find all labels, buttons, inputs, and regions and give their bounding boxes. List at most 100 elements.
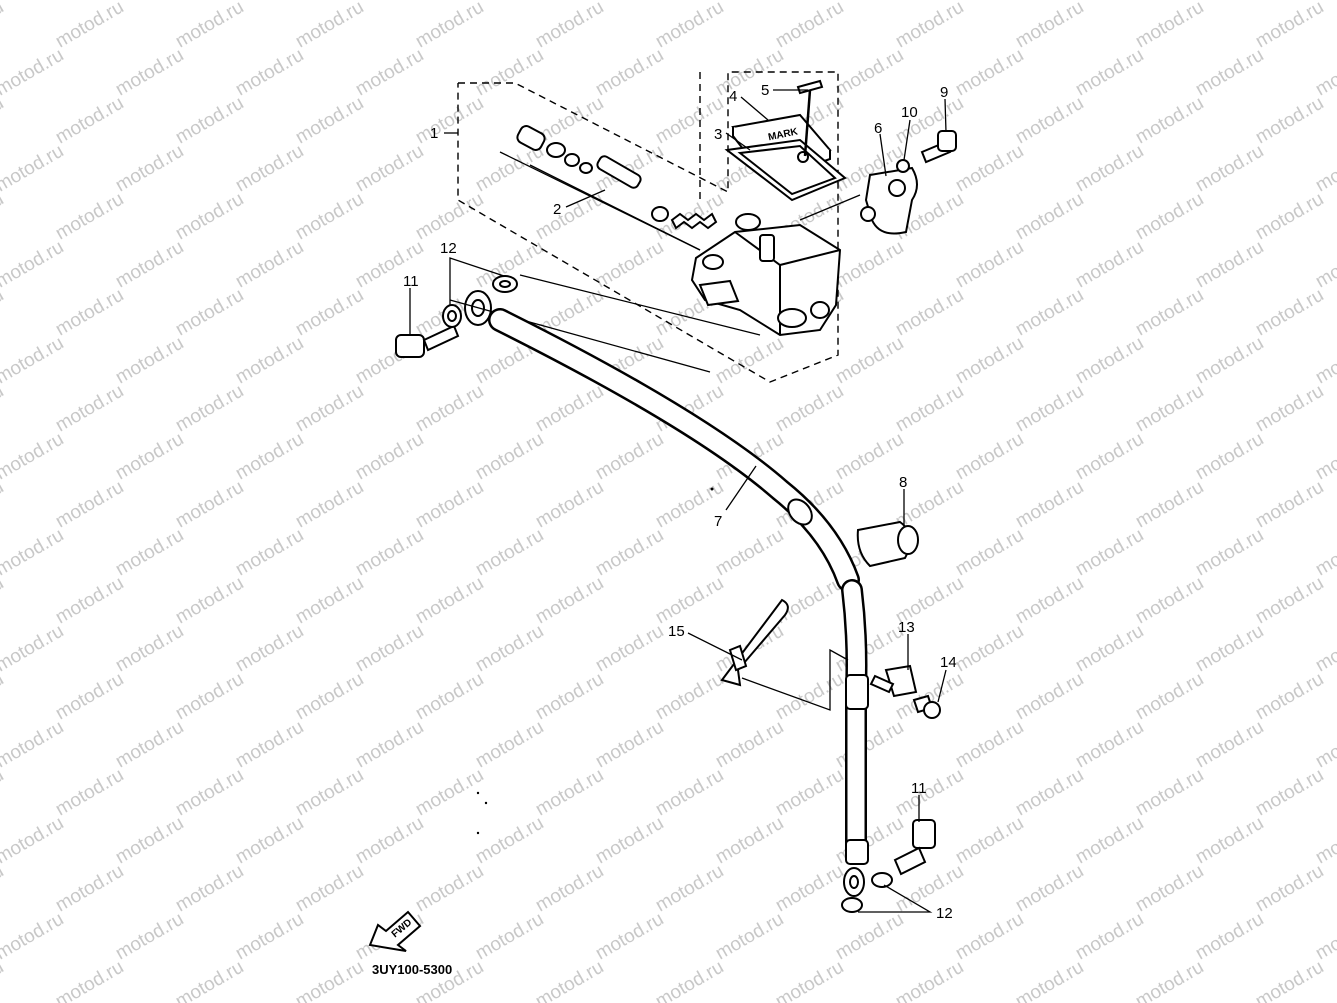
watermark-text: motod.ru [52, 381, 127, 437]
watermark-text: motod.ru [1132, 765, 1207, 821]
callout-2: 2 [553, 201, 561, 218]
watermark-text: motod.ru [172, 573, 247, 629]
watermark-text: motod.ru [952, 45, 1027, 101]
watermark-text: motod.ru [52, 189, 127, 245]
watermark-text: motod.ru [1012, 669, 1087, 725]
watermark-text: motod.ru [292, 381, 367, 437]
watermark-text: motod.ru [112, 909, 187, 965]
watermark-text: motod.ru [952, 717, 1027, 773]
watermark-text: motod.ru [352, 429, 427, 485]
watermark-text: motod.ru [112, 813, 187, 869]
watermark-text: motod.ru [292, 957, 367, 1003]
watermark-text: motod.ru [0, 45, 67, 101]
watermark-text: motod.ru [352, 0, 427, 4]
watermark-text: motod.ru [112, 0, 187, 4]
callout-14: 14 [940, 654, 957, 671]
watermark-text: motod.ru [0, 0, 7, 52]
watermark-text: motod.ru [1312, 333, 1337, 389]
watermark-text: motod.ru [592, 813, 667, 869]
watermark-text: motod.ru [532, 861, 607, 917]
watermark-text: motod.ru [1072, 0, 1147, 4]
watermark-text: motod.ru [412, 861, 487, 917]
watermark-text: motod.ru [112, 237, 187, 293]
watermark-text: motod.ru [532, 381, 607, 437]
callout-15: 15 [668, 623, 685, 640]
watermark-text: motod.ru [892, 381, 967, 437]
callout-9: 9 [940, 84, 948, 101]
watermark-text: motod.ru [472, 525, 547, 581]
watermark-text: motod.ru [712, 0, 787, 4]
watermark-text: motod.ru [832, 717, 907, 773]
watermark-text: motod.ru [1192, 141, 1267, 197]
watermark-text: motod.ru [1012, 861, 1087, 917]
watermark-text: motod.ru [352, 45, 427, 101]
watermark-text: motod.ru [232, 813, 307, 869]
watermark-text: motod.ru [172, 381, 247, 437]
watermark-text: motod.ru [1312, 717, 1337, 773]
watermark-text: motod.ru [0, 621, 67, 677]
watermark-text: motod.ru [592, 429, 667, 485]
watermark-text: motod.ru [532, 765, 607, 821]
watermark-text: motod.ru [952, 0, 1027, 4]
watermark-text: motod.ru [292, 477, 367, 533]
watermark-text: motod.ru [352, 813, 427, 869]
watermark-text: motod.ru [892, 957, 967, 1003]
watermark-text: motod.ru [712, 909, 787, 965]
watermark-text: motod.ru [592, 0, 667, 4]
watermark-text: motod.ru [172, 861, 247, 917]
callout-7: 7 [714, 513, 722, 530]
watermark-text: motod.ru [232, 909, 307, 965]
watermark-text: motod.ru [592, 717, 667, 773]
watermark-text: motod.ru [952, 525, 1027, 581]
watermark-text: motod.ru [592, 237, 667, 293]
watermark-text: motod.ru [772, 861, 847, 917]
watermark-text: motod.ru [412, 189, 487, 245]
watermark-text: motod.ru [1192, 0, 1267, 4]
leader-lines [409, 89, 947, 913]
master-cylinder-body [690, 213, 842, 337]
watermark-text: motod.ru [1192, 45, 1267, 101]
callout-8: 8 [899, 474, 907, 491]
watermark-text: motod.ru [112, 717, 187, 773]
callout-1: 1 [430, 125, 438, 142]
watermark-text: motod.ru [232, 333, 307, 389]
watermark-text: motod.ru [352, 141, 427, 197]
watermark-text: motod.ru [232, 237, 307, 293]
watermark-text: motod.ru [772, 381, 847, 437]
watermark-text: motod.ru [952, 141, 1027, 197]
watermark-text: motod.ru [1012, 189, 1087, 245]
watermark-text: motod.ru [412, 765, 487, 821]
watermark-text: motod.ru [112, 525, 187, 581]
watermark-text: motod.ru [1192, 909, 1267, 965]
watermark-text: motod.ru [112, 621, 187, 677]
watermark-text: motod.ru [52, 477, 127, 533]
watermark-text: motod.ru [1072, 45, 1147, 101]
watermark-text: motod.ru [1072, 717, 1147, 773]
watermark-text: motod.ru [52, 957, 127, 1003]
watermark-text: motod.ru [1012, 573, 1087, 629]
watermark-text: motod.ru [0, 381, 7, 437]
watermark-text: motod.ru [472, 45, 547, 101]
watermark-text: motod.ru [292, 93, 367, 149]
watermark-text: motod.ru [772, 669, 847, 725]
callouts: 1 2 3 4 5 6 10 9 12 11 7 8 15 13 14 11 1… [403, 82, 957, 922]
watermark-text: motod.ru [0, 477, 7, 533]
watermark-text: motod.ru [1312, 0, 1337, 4]
watermark-text: motod.ru [832, 333, 907, 389]
union-bolt-lower [841, 819, 936, 913]
watermark-text: motod.ru [1252, 285, 1327, 341]
watermark-text: motod.ru [232, 45, 307, 101]
watermark-text: motod.ru [592, 45, 667, 101]
watermark-text: motod.ru [1312, 813, 1337, 869]
watermark-text: motod.ru [1192, 429, 1267, 485]
callout-4: 4 [729, 88, 737, 105]
watermark-text: motod.ru [172, 477, 247, 533]
assembly-outline [457, 71, 839, 383]
watermark-text: motod.ru [1252, 861, 1327, 917]
watermark-text: motod.ru [172, 0, 247, 52]
watermark-text: motod.ru [1192, 525, 1267, 581]
watermark-text: motod.ru [1132, 477, 1207, 533]
watermark-text: motod.ru [532, 477, 607, 533]
